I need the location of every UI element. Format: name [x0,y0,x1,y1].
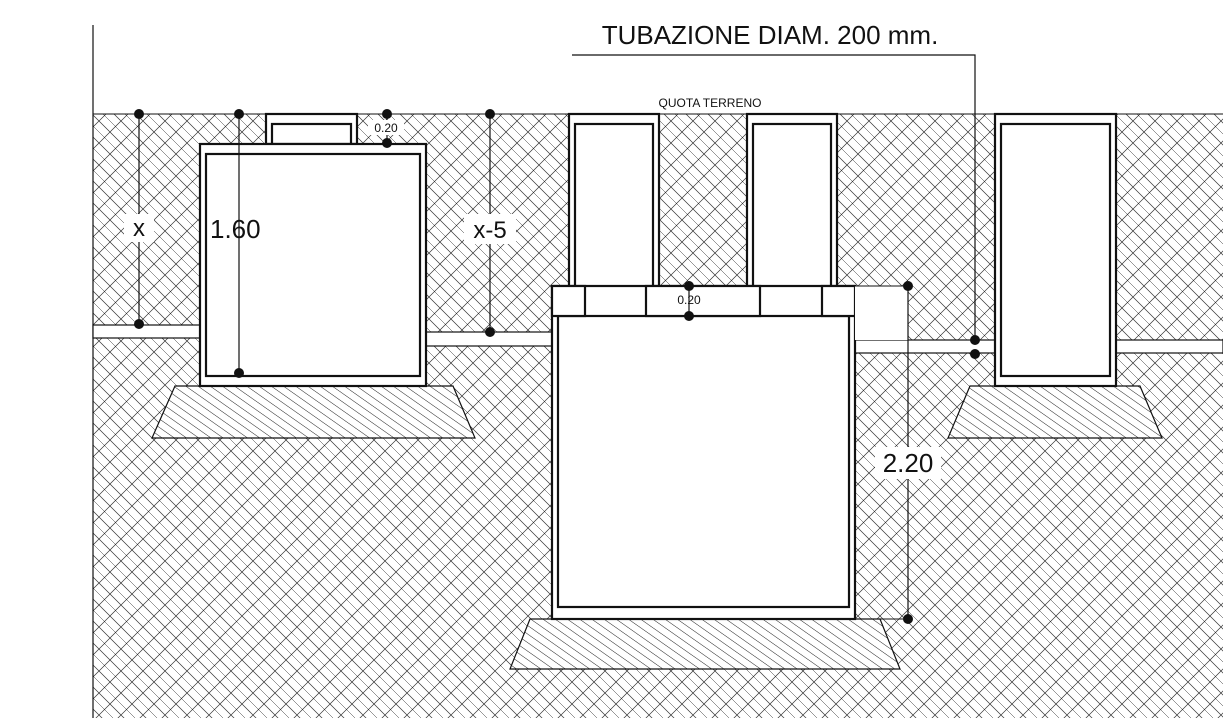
foundation-right [947,385,1163,439]
ground-level-label: QUOTA TERRENO [659,96,762,110]
dim-x5-label: x-5 [473,217,506,244]
center-tank-top-gap [855,286,908,340]
foundation-center [509,618,901,670]
center-riser-1-inner [573,122,655,292]
center-tank-cover [644,284,762,318]
dim-cover-left-dot-top [382,109,392,119]
dim-x5-dot-bottom [485,327,495,337]
dim-160-label: 1.60 [210,214,261,244]
dim-x-label-bg [124,214,154,242]
center-tank-inner [556,314,851,609]
dim-x-dot-top [134,109,144,119]
dim-cover-center-label: 0.20 [677,293,701,307]
right-tank-inner [999,122,1112,378]
leader-dot-upper [970,335,980,345]
dim-cover-left-label: 0.20 [374,121,398,135]
dim-x-dot-bottom [134,319,144,329]
dim-220-label-bg [875,447,941,479]
dim-x-label: x [133,215,145,242]
dim-220-dot-top [903,281,913,291]
foundation-left [151,385,476,439]
dim-x5-label-bg [464,214,516,244]
dim-cover-center-dot-top [684,281,694,291]
dim-220-label: 2.20 [883,448,934,478]
center-riser-2-inner [751,122,833,292]
pipe-right [1114,339,1223,354]
left-tank-inner [204,152,422,378]
dim-160-dot-top [234,109,244,119]
left-tank-riser-inner [270,122,353,146]
dim-160-dot-bottom [234,368,244,378]
dim-x5-dot-top [485,109,495,119]
dim-cover-left-label-bg [368,120,404,135]
center-tank-collar-left [550,284,587,318]
center-tank-collar-right [820,284,857,318]
title-leader-line [572,54,976,340]
dim-220-dot-bottom [903,614,913,624]
leader-dot-lower [970,349,980,359]
pipe-left [92,324,201,339]
pipe-title: TUBAZIONE DIAM. 200 mm. [602,20,939,50]
dim-cover-left-dot-bottom [382,138,392,148]
dim-cover-center-dot-bottom [684,311,694,321]
